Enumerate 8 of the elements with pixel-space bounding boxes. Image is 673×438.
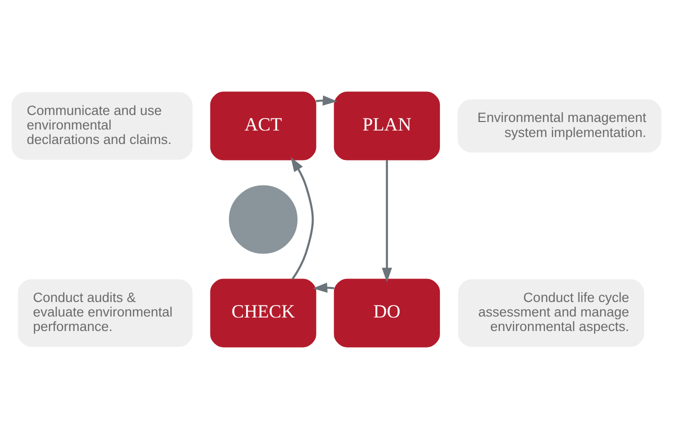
node-box: CHECK <box>210 278 316 347</box>
node-circle <box>228 184 298 254</box>
arrow <box>290 156 314 280</box>
node-box: PLAN <box>334 91 440 160</box>
arrow <box>382 160 392 282</box>
arrow <box>316 94 338 106</box>
node-box: DO <box>334 278 440 347</box>
node-box: ACT <box>210 91 316 160</box>
